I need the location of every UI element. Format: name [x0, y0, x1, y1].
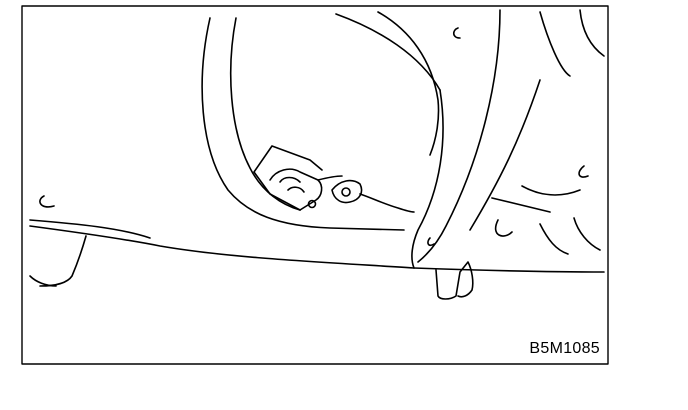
underbody-line-lower — [413, 267, 605, 273]
curl-mark-3 — [578, 165, 589, 178]
rear-panel-stroke-2 — [521, 185, 581, 196]
left-sill-block — [39, 235, 87, 287]
clamp-bolt — [341, 187, 351, 197]
hanger-bracket — [435, 261, 474, 300]
cable-clamp — [331, 179, 363, 204]
rear-panel-stroke — [491, 197, 601, 255]
body-panel-edge — [411, 89, 444, 269]
arch-top-line-2 — [377, 11, 440, 156]
arch-top-line — [335, 13, 441, 91]
lower-sill-edge — [29, 219, 151, 239]
brake-cable — [359, 193, 415, 213]
underbody-line — [29, 225, 415, 269]
curl-mark-2 — [39, 195, 55, 208]
wheel-arch-inner — [229, 17, 301, 211]
bracket-bolt — [307, 199, 317, 209]
quarter-line — [469, 79, 541, 231]
cable-line-2 — [317, 175, 343, 181]
curl-mark-1 — [452, 27, 461, 39]
bracket-housing — [253, 145, 323, 211]
body-panel-curve — [417, 9, 501, 263]
body-right-curve — [539, 11, 571, 77]
wheel-arch-outer — [201, 17, 405, 231]
bracket-inner — [279, 176, 305, 193]
figure-reference-code: B5M1085 — [529, 340, 600, 357]
curl-mark-4 — [427, 237, 435, 247]
bracket-body — [269, 168, 323, 211]
body-right-curve-2 — [579, 9, 605, 57]
left-sill-curve — [29, 275, 57, 287]
figure-border — [21, 5, 609, 365]
